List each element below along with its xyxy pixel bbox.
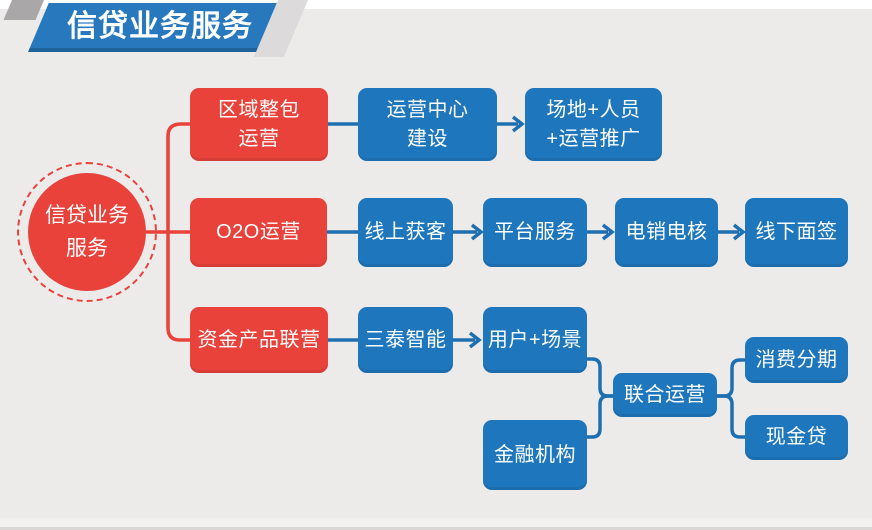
arrow-santai-to-userscenario (453, 331, 482, 349)
root-circle: 信贷业务 服务 (28, 173, 146, 291)
node-label: 运营中心 (386, 98, 469, 121)
node-label: +运营推广 (546, 127, 641, 150)
node-label: 联合运营 (624, 383, 706, 406)
node-site-staff-promotion: 场地+人员 +运营推广 (525, 88, 662, 161)
node-platform-service: 平台服务 (483, 198, 587, 267)
node-label: 线下面签 (755, 221, 838, 243)
node-label: 平台服务 (494, 221, 576, 243)
top-white-strip (0, 0, 872, 9)
node-consumer-installment: 消费分期 (745, 337, 848, 383)
node-label: 现金贷 (765, 426, 828, 448)
node-label: 场地+人员 (546, 98, 641, 121)
bottom-band (0, 518, 872, 527)
node-online-customer-acquisition: 线上获客 (358, 198, 453, 267)
node-label: 建设 (407, 127, 448, 150)
node-offline-signing: 线下面签 (745, 198, 848, 267)
node-label: 三泰智能 (364, 328, 447, 351)
node-financial-institution: 金融机构 (483, 420, 587, 490)
node-label: 消费分期 (755, 348, 838, 371)
node-funding-product-joint-operation: 资金产品联营 (190, 307, 328, 373)
bracket-joint-to-cashloan (717, 394, 745, 439)
arrow-telesales-to-offline (718, 223, 746, 241)
node-regional-package-operation: 区域整包 运营 (190, 88, 328, 161)
arrow-opscenter-to-site (497, 115, 525, 133)
page-title: 信贷业务服务 (67, 10, 253, 43)
root-circle-label-line1: 信贷业务 (45, 204, 129, 227)
connector-red-spine (166, 122, 190, 342)
node-label: 线上获客 (364, 221, 447, 243)
root-circle-label-line2: 服务 (66, 237, 108, 260)
node-label: 金融机构 (494, 443, 576, 466)
arrow-online-to-platform (453, 223, 484, 241)
node-joint-operation: 联合运营 (613, 373, 717, 417)
banner-left-gray-wedge (3, 0, 44, 20)
node-operation-center-construction: 运营中心 建设 (358, 88, 497, 161)
node-telesales-verification: 电销电核 (615, 198, 718, 267)
node-label: 资金产品联营 (197, 328, 321, 351)
node-label: 用户+场景 (487, 328, 583, 351)
node-user-scenario: 用户+场景 (483, 307, 587, 373)
node-cash-loan: 现金贷 (745, 415, 848, 460)
bracket-joint-to-consumer (717, 358, 745, 398)
node-label: 电销电核 (625, 221, 708, 243)
arrow-platform-to-telesales (587, 223, 615, 241)
node-label: 区域整包 (218, 98, 300, 121)
node-label: 运营 (238, 127, 280, 150)
bracket-userscenario-to-joint (587, 357, 613, 398)
bracket-financial-to-joint (587, 394, 613, 439)
bottom-edge-line (0, 527, 872, 530)
node-label: O2O运营 (216, 221, 301, 243)
node-o2o-operation: O2O运营 (190, 198, 327, 267)
node-santai-intelligence: 三泰智能 (358, 307, 453, 373)
